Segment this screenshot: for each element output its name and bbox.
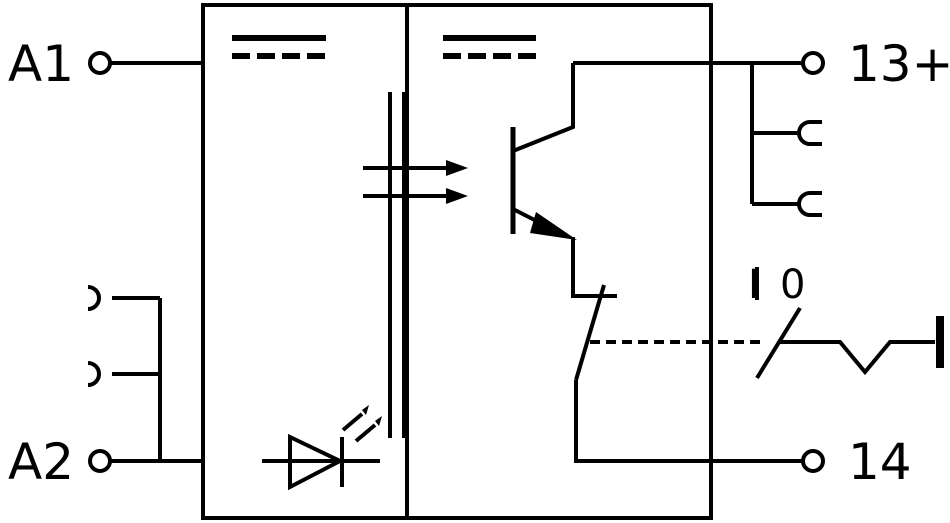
optical-signal-arrows xyxy=(363,160,468,204)
label-switch-on: I xyxy=(748,262,760,308)
dc-symbol-input xyxy=(232,35,326,59)
terminal-13-plus xyxy=(801,51,825,75)
label-a2: A2 xyxy=(8,433,74,491)
bridge-connector-right xyxy=(750,63,822,217)
label-13-plus: 13+ xyxy=(848,35,950,93)
led-icon xyxy=(262,405,382,491)
bridge-connector-left xyxy=(87,285,160,387)
label-14: 14 xyxy=(848,433,912,491)
dc-symbol-output xyxy=(443,35,536,59)
manual-override-switch xyxy=(574,267,944,381)
transistor-icon xyxy=(510,63,617,298)
terminal-14 xyxy=(801,449,825,473)
optical-barrier xyxy=(388,92,406,438)
label-switch-off: 0 xyxy=(780,262,805,308)
terminal-a2 xyxy=(88,449,112,473)
terminal-a1 xyxy=(88,51,112,75)
label-a1: A1 xyxy=(8,35,74,93)
relay-housing xyxy=(201,3,713,520)
